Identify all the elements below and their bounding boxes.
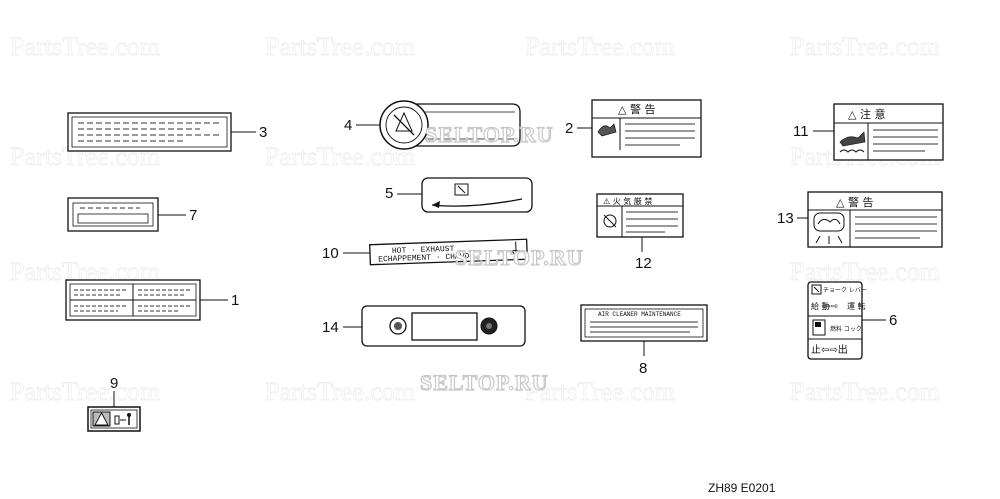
- label-part-11: △ 注 意: [833, 103, 944, 161]
- warning-heading-13: △ 警 告: [836, 195, 873, 209]
- svg-text:PartsTree.com: PartsTree.com: [10, 377, 160, 406]
- label-part-4: [379, 100, 521, 150]
- label-part-2: △ 警 告: [591, 99, 702, 158]
- label-part-12: ⚠ 火 気 厳 禁: [596, 193, 684, 238]
- svg-text:PartsTree.com: PartsTree.com: [790, 377, 940, 406]
- label-part-3: [67, 112, 232, 152]
- svg-text:PartsTree.com: PartsTree.com: [10, 32, 160, 61]
- callout-5: 5: [385, 185, 393, 202]
- svg-text:PartsTree.com: PartsTree.com: [265, 32, 415, 61]
- air-cleaner-heading: AIR CLEANER MAINTENANCE: [598, 311, 681, 318]
- svg-text:PartsTree.com: PartsTree.com: [265, 142, 415, 171]
- label-part-14: [361, 305, 526, 347]
- label-part-6: チョーク レバー 給 動 ⇦⇨ 運 転 燃料 コック 止⇦⇨出: [807, 281, 867, 360]
- label-part-13: △ 警 告: [807, 191, 943, 248]
- watermark-seltop-2: SELTOP.RU: [455, 245, 584, 270]
- svg-text:PartsTree.com: PartsTree.com: [265, 377, 415, 406]
- stop-out-text: 止⇦⇨出: [811, 343, 848, 356]
- callout-1: 1: [231, 292, 239, 309]
- label-part-9: [87, 406, 141, 432]
- drawing-code: ZH89 E0201: [708, 481, 776, 495]
- callout-14: 14: [322, 319, 339, 336]
- callout-3: 3: [259, 124, 267, 141]
- label-part-5: [421, 177, 533, 213]
- callout-8: 8: [639, 360, 647, 377]
- watermark-seltop-1: SELTOP.RU: [425, 122, 554, 147]
- callout-2: 2: [565, 120, 573, 137]
- svg-text:PartsTree.com: PartsTree.com: [525, 32, 675, 61]
- callout-10: 10: [322, 245, 339, 262]
- fuel-cock-text: 燃料 コック: [830, 325, 862, 333]
- watermark-seltop-3: SELTOP.RU: [420, 370, 549, 395]
- callout-13: 13: [777, 210, 794, 227]
- label-part-10: HOT · EXHAUST ECHAPPEMENT · CHAUD: [369, 238, 528, 266]
- callout-4: 4: [344, 117, 352, 134]
- feed-text: 給 動: [811, 301, 830, 311]
- warning-heading-2: △ 警 告: [618, 102, 655, 116]
- hot-exhaust-text-en: HOT · EXHAUST: [392, 245, 455, 256]
- callout-9: 9: [110, 375, 118, 392]
- callout-6: 6: [889, 312, 897, 329]
- choke-lever-text: チョーク レバー: [823, 287, 867, 294]
- svg-text:PartsTree.com: PartsTree.com: [790, 32, 940, 61]
- svg-text:PartsTree.com: PartsTree.com: [525, 377, 675, 406]
- run-text: 運 転: [847, 302, 866, 311]
- label-part-7: [67, 197, 159, 232]
- label-part-8: AIR CLEANER MAINTENANCE: [580, 304, 708, 342]
- label-part-1: [65, 279, 201, 321]
- hot-exhaust-text-fr: ECHAPPEMENT · CHAUD: [378, 252, 470, 264]
- callout-7: 7: [189, 207, 197, 224]
- callout-11: 11: [793, 123, 809, 140]
- svg-text:⇦⇨: ⇦⇨: [823, 302, 839, 312]
- fire-heading-12: ⚠ 火 気 厳 禁: [603, 196, 652, 206]
- callout-12: 12: [635, 255, 652, 272]
- caution-heading-11: △ 注 意: [848, 107, 885, 121]
